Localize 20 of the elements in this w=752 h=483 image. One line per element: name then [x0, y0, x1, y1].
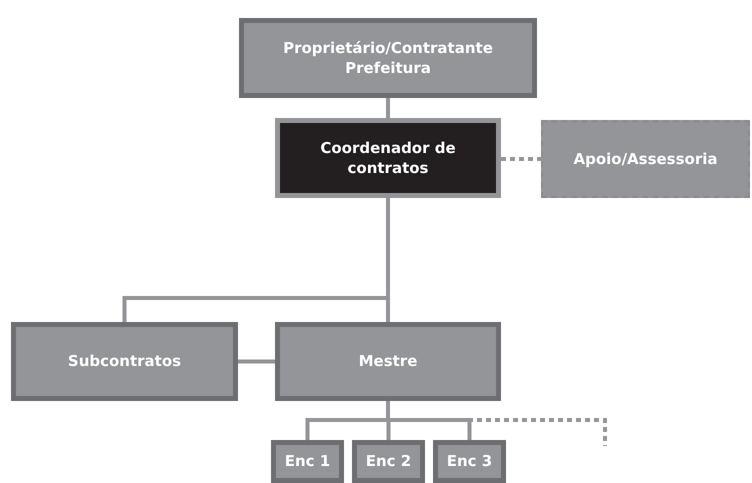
box-label: Apoio/Assessoria	[573, 148, 718, 170]
org-box	[352, 440, 425, 483]
org-box	[433, 440, 506, 483]
org-box	[275, 118, 501, 198]
box-label: Enc 3	[446, 451, 492, 472]
box-label: Mestre	[358, 351, 418, 372]
box-label: Subcontratos	[68, 351, 182, 372]
connector-line	[238, 360, 275, 364]
org-box	[271, 440, 344, 483]
box-label: Coordenador de contratos	[319, 138, 457, 178]
connector-line	[386, 98, 390, 118]
dashed-connector	[501, 157, 541, 161]
dashed-connector	[386, 401, 607, 446]
box-label: Proprietário/Contratante Prefeitura	[282, 38, 494, 78]
org-box	[11, 322, 238, 401]
org-box	[541, 120, 750, 198]
org-box	[275, 322, 501, 401]
box-label: Enc 1	[284, 451, 330, 472]
box-label: Enc 2	[366, 451, 412, 472]
org-box	[239, 18, 537, 98]
